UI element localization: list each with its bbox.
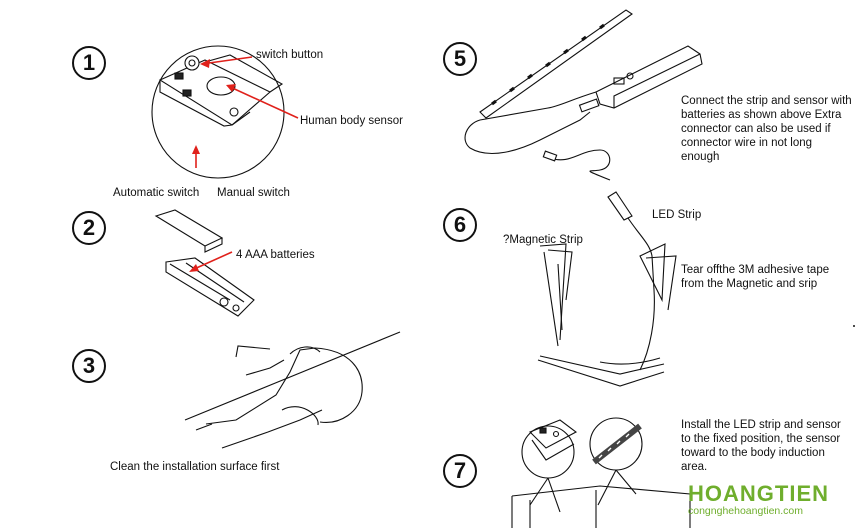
step-5-badge: 5 xyxy=(443,42,477,76)
label-human-body-sensor: Human body sensor xyxy=(300,115,403,127)
label-switch-button: switch button xyxy=(256,49,324,61)
step-1-badge: 1 xyxy=(72,46,106,80)
step-7-badge: 7 xyxy=(443,454,477,488)
step-6-badge: 6 xyxy=(443,208,477,242)
label-install-instructions: Install the LED strip and sensor to the … xyxy=(681,419,841,473)
label-led-strip: LED Strip xyxy=(652,209,702,221)
label-magnetic-strip: ?Magnetic Strip xyxy=(503,234,583,246)
callout-arrow-step2 xyxy=(189,251,233,272)
strip-and-sensor-illustration xyxy=(464,9,703,181)
label-tear-off-instructions: Tear offthe 3M adhesive tape from the Ma… xyxy=(681,264,830,290)
label-batteries: 4 AAA batteries xyxy=(236,249,315,261)
label-automatic-switch: Automatic switch xyxy=(113,187,200,199)
installation-illustration xyxy=(511,417,691,528)
label-clean-surface: Clean the installation surface first xyxy=(110,461,280,473)
label-manual-switch: Manual switch xyxy=(217,187,290,199)
brand-logo: HOANGTIEN congnghehoangtien.com xyxy=(688,481,856,518)
label-connect-instructions: Connect the strip and sensor with batter… xyxy=(681,95,852,163)
brand-name: HOANGTIEN xyxy=(688,481,829,506)
sensor-closeup-illustration xyxy=(151,45,285,179)
step-3-badge: 3 xyxy=(72,349,106,383)
tape-peel-illustration xyxy=(537,191,677,387)
step-2-badge: 2 xyxy=(72,211,106,245)
brand-website: congnghehoangtien.com xyxy=(688,505,804,517)
battery-box-illustration xyxy=(154,209,255,317)
callout-arrows-step1 xyxy=(192,56,299,168)
hand-wiping-illustration xyxy=(184,331,401,449)
